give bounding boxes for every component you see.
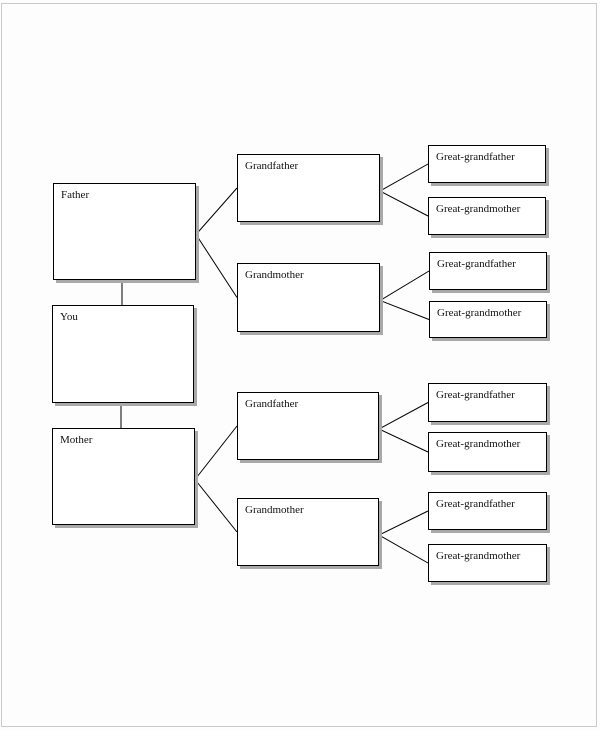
tree-node-pgm: Grandmother — [237, 263, 380, 332]
edge-mother-mgm — [194, 479, 238, 533]
tree-node-mgm: Grandmother — [237, 498, 379, 566]
tree-node-label: Grandmother — [245, 504, 304, 516]
tree-node-label: Father — [61, 189, 90, 201]
edge-pgm-pggf2 — [379, 270, 430, 301]
edge-mgm-mggm2 — [378, 534, 429, 564]
tree-node-label: Great-grandmother — [436, 550, 521, 562]
tree-node-label: Great-grandmother — [436, 203, 521, 215]
tree-node-pggf1: Great-grandfather — [428, 145, 546, 183]
tree-node-pggm2: Great-grandmother — [429, 301, 547, 338]
edge-father-pgm — [195, 234, 238, 298]
edge-mgf-mggf1 — [378, 402, 429, 430]
tree-node-label: Great-grandfather — [436, 498, 515, 510]
tree-node-you: You — [52, 305, 194, 403]
tree-node-mggm1: Great-grandmother — [428, 432, 547, 472]
tree-node-label: Great-grandfather — [437, 258, 516, 270]
tree-node-label: Great-grandfather — [436, 151, 515, 163]
tree-node-label: Grandfather — [245, 398, 299, 410]
tree-node-pggf2: Great-grandfather — [429, 252, 547, 290]
edge-pgm-pggm2 — [379, 300, 430, 320]
edge-pgf-pggf1 — [379, 163, 429, 192]
tree-node-father: Father — [53, 183, 196, 280]
edge-pgf-pggm1 — [379, 190, 429, 217]
tree-node-label: You — [60, 311, 78, 323]
tree-node-label: Great-grandmother — [437, 307, 522, 319]
edge-mgf-mggm1 — [378, 428, 429, 453]
tree-node-mother: Mother — [52, 428, 195, 525]
tree-node-pgf: Grandfather — [237, 154, 380, 222]
tree-node-mggf2: Great-grandfather — [428, 492, 547, 530]
tree-node-label: Grandfather — [245, 160, 299, 172]
edge-father-pgf — [195, 187, 238, 235]
edge-mgm-mggf2 — [378, 510, 429, 536]
tree-node-mgf: Grandfather — [237, 392, 379, 460]
tree-node-mggf1: Great-grandfather — [428, 383, 547, 422]
tree-node-label: Great-grandfather — [436, 389, 515, 401]
edge-mother-mgf — [194, 425, 238, 480]
tree-node-pggm1: Great-grandmother — [428, 197, 546, 235]
tree-node-label: Grandmother — [245, 269, 304, 281]
tree-node-label: Great-grandmother — [436, 438, 521, 450]
tree-node-label: Mother — [60, 434, 93, 446]
tree-node-mggm2: Great-grandmother — [428, 544, 547, 582]
